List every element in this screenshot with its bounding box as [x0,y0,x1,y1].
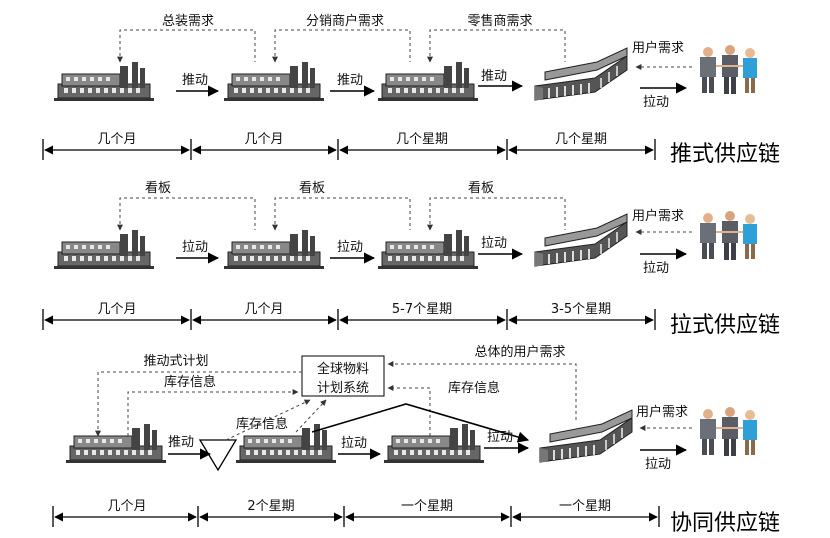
feedback-arrow [272,29,411,63]
duration-label: 一个星期 [401,499,453,514]
duration-label: 5-7个星期 [392,302,452,317]
duration-label: 几个星期 [555,132,607,147]
flow-label: 拉动 [337,240,363,255]
planning-box-line: 计划系统 [317,381,369,396]
feedback-label: 看板 [145,180,171,196]
inventory-info-arrow [387,385,431,436]
duration-label: 几个星期 [396,132,448,147]
section-title: 推式供应链 [670,142,780,167]
timeline [52,506,660,527]
flow-label: 拉动 [341,436,367,451]
flow-label: 拉动 [487,430,513,445]
business-people-icon [699,406,758,457]
inventory-info-label: 库存信息 [236,416,288,432]
factory-icon [377,61,479,102]
feedback-label: 看板 [468,180,494,196]
global-planning-box [301,355,385,397]
duration-label: 2个星期 [247,499,294,514]
factory-icon [377,229,479,270]
flow-label: 推动 [337,73,363,88]
user-demand-label: 用户需求 [632,208,684,224]
factory-icon [53,229,155,270]
flow-label: 拉动 [481,236,507,251]
duration-label: 一个星期 [559,499,611,514]
feedback-label: 看板 [299,180,325,196]
flow-label: 推动 [182,73,208,88]
warehouse-icon [534,213,628,267]
duration-label: 几个月 [97,132,136,147]
feedback-label: 分销商户需求 [306,13,384,29]
planning-box-line: 全球物料 [317,361,369,377]
inventory-info-arrow [295,399,327,433]
business-people-icon [699,210,758,261]
flow-label: 推动 [168,435,194,450]
duration-label: 3-5个星期 [551,302,611,317]
inventory-info-arrow [127,389,299,436]
total-demand-arrow [387,361,577,420]
feedback-arrow [427,29,566,63]
timeline [42,309,656,330]
flow-label: 拉动 [643,95,669,110]
section-title: 拉式供应链 [670,313,780,338]
flow-label: 拉动 [645,457,671,472]
section-title: 协同供应链 [670,511,780,536]
flow-label: 拉动 [643,261,669,276]
feedback-arrow [427,197,566,231]
feedback-label: 零售商需求 [467,13,532,29]
push-section: 总装需求 分销商户需求 零售商需求 推动 推动 推动 用户需求 拉动 几个月 几… [42,13,780,167]
total-demand-label: 总体的用户需求 [474,344,565,360]
factory-icon [383,423,485,464]
warehouse-icon [539,409,633,463]
inventory-info-label: 库存信息 [448,380,500,396]
flow-label: 拉动 [182,240,208,255]
collab-flow-line [311,403,530,443]
triangle-inventory-icon [198,439,238,472]
user-demand-label: 用户需求 [636,404,688,420]
duration-label: 几个月 [244,132,283,147]
duration-label: 几个月 [107,499,146,514]
factory-icon [53,61,155,102]
factory-icon [223,229,325,270]
business-people-icon [699,44,758,95]
inventory-info-label: 库存信息 [164,374,216,390]
feedback-arrow [117,29,256,63]
factory-icon [65,423,167,464]
factory-icon [223,61,325,102]
user-demand-label: 用户需求 [632,40,684,56]
feedback-arrow [272,197,411,231]
duration-label: 几个月 [244,302,283,317]
timeline [42,139,656,160]
push-plan-label: 推动式计划 [143,354,208,369]
pull-section: 看板 看板 看板 拉动 拉动 拉动 用户需求 拉动 几个月 几个月 5-7个星期… [42,180,780,338]
duration-label: 几个月 [97,302,136,317]
warehouse-icon [534,47,628,101]
collab-section: 全球物料 计划系统 推动式计划 库存信息 库存信息 库存信息 总体的用户需求 推… [52,344,780,536]
push-plan-arrow [95,371,302,437]
feedback-arrow [117,197,256,231]
feedback-label: 总装需求 [162,14,214,29]
flow-label: 推动 [481,69,507,84]
